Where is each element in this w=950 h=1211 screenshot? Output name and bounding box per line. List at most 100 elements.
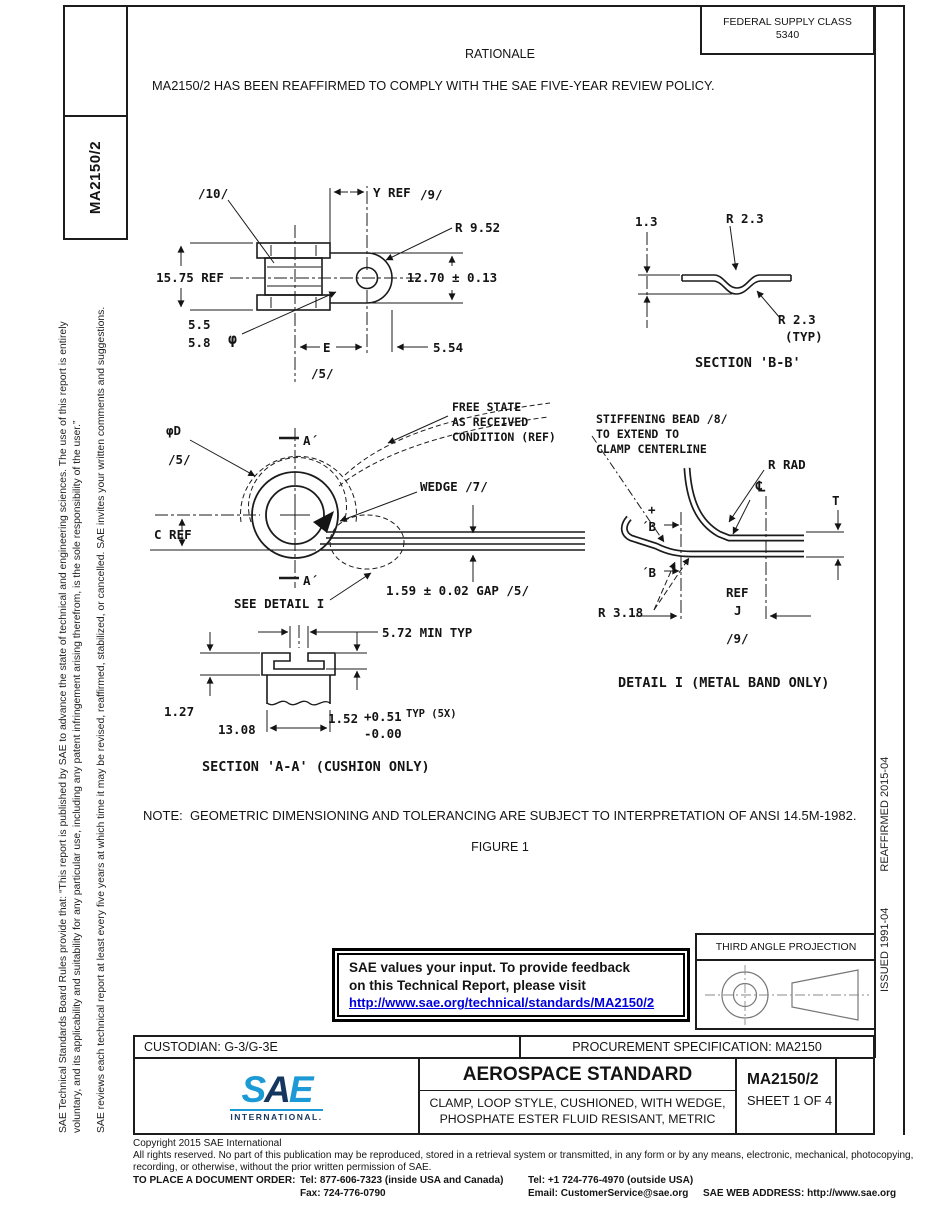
federal-supply-class-label: FEDERAL SUPPLY CLASS [723,16,852,28]
label-bead3: CLAMP CENTERLINE [596,442,707,456]
label-plus: + [648,502,656,517]
label-tol-minus: -0.00 [364,726,402,741]
third-angle-projection-symbol [705,965,869,1025]
label-tol-plus: +0.51 [364,709,402,724]
logo-letter-s: S [241,1068,266,1110]
label-ref: REF [726,585,749,600]
caption-section-bb: SECTION 'B-B' [695,355,801,371]
legal-line3: SAE reviews each technical report at lea… [96,306,107,1133]
label-t: T [832,493,840,508]
footer-fax: Fax: 724-776-0790 [300,1188,386,1199]
doc-number-cell: MA2150/2 SHEET 1 OF 4 [737,1059,837,1133]
label-see-detail: SEE DETAIL I [234,596,324,611]
logo-letter-e: E [288,1068,314,1110]
label-bead2: TO EXTEND TO [596,427,679,441]
label-typ: (TYP) [785,329,823,344]
legal-line2: voluntary, and its applicability and sui… [71,420,83,1133]
title-block-empty-cell [837,1059,873,1133]
left-strip-bottom [63,238,128,240]
footer-rights1: All rights reserved. No part of this pub… [133,1150,914,1161]
right-outer-border [903,5,905,1135]
label-free1: FREE STATE [452,400,521,414]
label-centerline-symbol: ℄ [755,479,766,495]
doc-title-line2: PHOSPHATE ESTER FLUID RESISANT, METRIC [439,1112,716,1126]
label-free3: CONDITION (REF) [452,430,556,444]
label-a-bot: A´ [303,573,318,588]
top-border [63,5,905,7]
label-phi-d: φD [166,423,181,438]
logo-subtext: INTERNATIONAL. [230,1108,323,1122]
label-58: 5.8 [188,335,211,350]
label-r23-top: R 2.3 [726,211,764,226]
label-flag9-top: /9/ [420,187,443,202]
doc-title-line1: CLAMP, LOOP STYLE, CUSHIONED, WITH WEDGE… [429,1096,726,1111]
third-angle-projection-title: THIRD ANGLE PROJECTION [697,935,875,961]
issued-date: ISSUED 1991-04 [879,907,891,992]
custodian-row: CUSTODIAN: G-3/G-3E PROCUREMENT SPECIFIC… [133,1035,875,1059]
third-angle-projection-box: THIRD ANGLE PROJECTION [695,933,875,1030]
left-strip-inner [126,5,128,240]
feedback-link[interactable]: http://www.sae.org/technical/standards/M… [349,995,655,1011]
standard-title-cell: AEROSPACE STANDARD CLAMP, LOOP STYLE, CU… [420,1059,737,1133]
label-r-rad: R RAD [768,457,806,472]
label-flag5-side: /5/ [168,452,191,467]
footer-order-label: TO PLACE A DOCUMENT ORDER: [133,1175,296,1186]
label-c-ref: C REF [154,527,192,542]
label-bead1: STIFFENING BEAD /8/ [596,412,728,426]
label-wedge: WEDGE /7/ [420,479,488,494]
label-y-ref: Y REF [373,185,411,200]
label-typ5x: TYP (5X) [406,708,457,720]
label-flag5-top: /5/ [311,366,334,381]
legal-notice-paragraph1: SAE Technical Standards Board Rules prov… [57,238,84,1133]
footer-rights2: recording, or otherwise, without the pri… [133,1162,432,1173]
label-r318: R 3.18 [598,605,643,620]
doc-number-vertical: MA2150/2 [87,140,104,215]
rationale-body: MA2150/2 HAS BEEN REAFFIRMED TO COMPLY W… [152,78,715,93]
label-free2: AS RECEIVED [452,415,528,429]
sheet-number: SHEET 1 OF 4 [747,1093,833,1108]
label-b-bot: ´B [641,565,657,580]
footer-copyright: Copyright 2015 SAE International [133,1138,282,1149]
drawing-note: NOTE: GEOMETRIC DIMENSIONING AND TOLERAN… [143,808,857,823]
feedback-box: SAE values your input. To provide feedba… [332,948,690,1022]
label-flag9-detail: /9/ [726,631,749,646]
label-554: 5.54 [433,340,463,355]
footer-tel-inside: Tel: 877-606-7323 (inside USA and Canada… [300,1175,504,1186]
logo-letter-a: A [264,1068,291,1110]
left-strip-divider [63,115,128,117]
left-strip-outer [63,5,65,240]
label-1308: 13.08 [218,722,256,737]
footer-tel-outside: Tel: +1 724-776-4970 (outside USA) [528,1175,694,1186]
issued-reaffirmed-sidebar: ISSUED 1991-04 REAFFIRMED 2015-04 [879,692,891,992]
federal-supply-class-box: FEDERAL SUPPLY CLASS 5340 [700,5,875,55]
label-flag10: /10/ [198,186,228,201]
label-gap: 1.59 ± 0.02 GAP /5/ [386,583,529,598]
label-1270: 12.70 ± 0.13 [407,270,497,285]
right-inner-border [874,5,876,1058]
footer-web: SAE WEB ADDRESS: http://www.sae.org [703,1188,897,1199]
label-572: 5.72 MIN TYP [382,625,472,640]
label-152: 1.52 [328,711,358,726]
standard-type: AEROSPACE STANDARD [420,1059,735,1091]
label-55: 5.5 [188,317,211,332]
figure-1-drawing: /10/ Y REF /9/ R 9.52 15.75 REF 12.70 ± … [150,185,844,775]
federal-supply-class-code: 5340 [775,29,800,41]
footer-email: Email: CustomerService@sae.org [528,1188,689,1199]
sae-logo: SAE INTERNATIONAL. [230,1068,323,1122]
caption-detail-i: DETAIL I (METAL BAND ONLY) [618,675,829,691]
doc-number: MA2150/2 [747,1071,819,1088]
caption-section-aa: SECTION 'A-A' (CUSHION ONLY) [202,759,430,775]
label-phi: φ [228,330,237,348]
feedback-line1: SAE values your input. To provide feedba… [349,960,631,975]
label-r23-bot: R 2.3 [778,312,816,327]
procurement-cell: PROCUREMENT SPECIFICATION: MA2150 [572,1040,822,1054]
legal-notice-paragraph2: SAE reviews each technical report at lea… [95,238,109,1133]
label-e: E [323,340,331,355]
label-r952: R 9.52 [455,220,500,235]
label-127: 1.27 [164,704,194,719]
title-block: SAE INTERNATIONAL. AEROSPACE STANDARD CL… [133,1059,875,1135]
label-a-top: A´ [303,433,318,448]
label-1575-ref: 15.75 REF [156,270,224,285]
reaffirmed-date: REAFFIRMED 2015-04 [879,756,891,872]
